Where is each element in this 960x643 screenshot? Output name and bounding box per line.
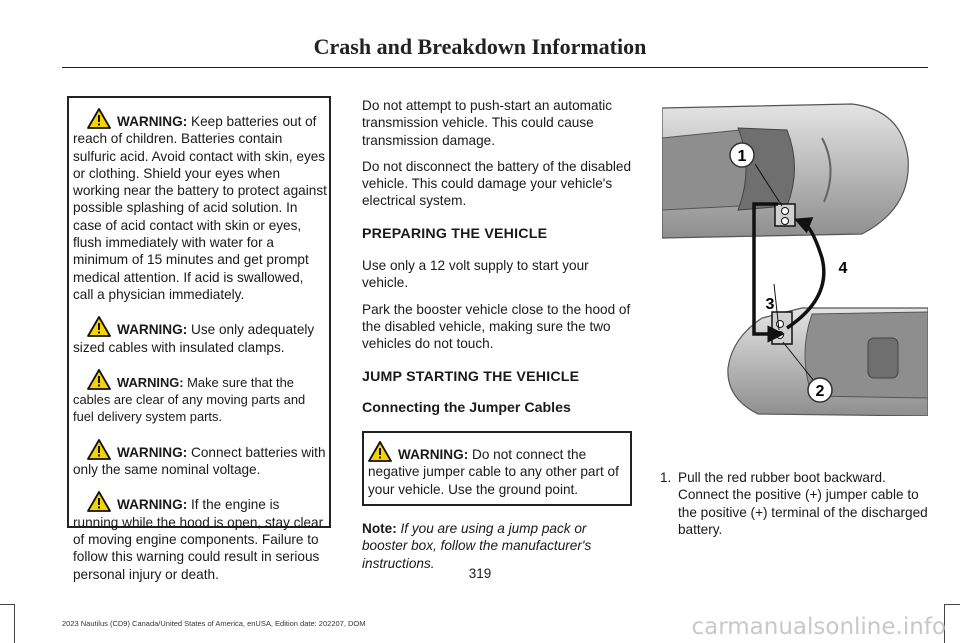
negative-cable bbox=[786, 217, 826, 330]
warning-text: Connect batteries with only the same nom… bbox=[73, 444, 326, 478]
warning-item: WARNING: Keep batteries out of reach of … bbox=[73, 108, 327, 303]
warning-label: WARNING: bbox=[117, 444, 188, 460]
warning-item: WARNING: Make sure that the cables are c… bbox=[73, 368, 327, 426]
warning-box: WARNING: Do not connect the negative jum… bbox=[362, 431, 632, 507]
svg-text:1: 1 bbox=[738, 148, 747, 165]
callout-2: 2 bbox=[807, 377, 833, 403]
warning-triangle-icon bbox=[87, 438, 111, 460]
warning-triangle-icon bbox=[87, 491, 111, 513]
warning-item: WARNING: Use only adequately sized cable… bbox=[73, 316, 327, 356]
page-title: Crash and Breakdown Information bbox=[313, 34, 647, 59]
note-text: If you are using a jump pack or booster … bbox=[362, 521, 592, 571]
warning-triangle-icon bbox=[87, 368, 111, 390]
paragraph: Use only a 12 volt supply to start your … bbox=[362, 258, 589, 291]
footer-text: 2023 Nautilus (CD9) Canada/United States… bbox=[62, 619, 366, 628]
section-heading: JUMP STARTING THE VEHICLE bbox=[362, 368, 580, 385]
callout-3: 3 bbox=[766, 296, 775, 313]
crop-mark bbox=[944, 604, 960, 605]
warning-item: WARNING: Connect batteries with only the… bbox=[73, 438, 327, 479]
warning-triangle-icon bbox=[87, 108, 111, 129]
positive-cable bbox=[752, 202, 785, 343]
warning-text: Do not connect the negative jumper cable… bbox=[368, 447, 619, 497]
page-number: 319 bbox=[468, 566, 492, 581]
section-heading: PREPARING THE VEHICLE bbox=[362, 225, 548, 242]
paragraph: Do not disconnect the battery of the dis… bbox=[362, 158, 632, 209]
subsection-heading: Connecting the Jumper Cables bbox=[362, 399, 571, 416]
warning-text: Keep batteries out of reach of children.… bbox=[73, 114, 327, 302]
warning-text: If the engine is running while the hood … bbox=[73, 497, 324, 582]
warning-item: WARNING: If the engine is running while … bbox=[73, 491, 327, 582]
warning-label: WARNING: bbox=[117, 114, 188, 129]
middle-column: Do not attempt to push-start an automati… bbox=[362, 97, 632, 581]
step-text: Pull the red rubber boot backward. Conne… bbox=[678, 470, 928, 537]
paragraph: Park the booster vehicle close to the ho… bbox=[362, 301, 631, 352]
step-number: 1. bbox=[660, 470, 672, 485]
warning-label: WARNING: bbox=[117, 497, 188, 513]
warning-triangle-icon bbox=[368, 441, 392, 463]
warning-triangle-icon bbox=[87, 316, 111, 338]
crop-mark bbox=[944, 604, 945, 643]
warning-text: Use only adequately sized cables with in… bbox=[73, 322, 315, 355]
warnings-box: WARNING: Keep batteries out of reach of … bbox=[67, 96, 331, 582]
svg-text:2: 2 bbox=[816, 383, 825, 400]
warning-label: WARNING: bbox=[117, 322, 188, 338]
warning-label: WARNING: bbox=[398, 447, 469, 463]
paragraph: Do not attempt to push-start an automati… bbox=[362, 98, 613, 148]
jump-start-diagram: 1 2 3 4 bbox=[662, 103, 928, 416]
step-item: 1. Pull the red rubber boot backward. Co… bbox=[660, 469, 930, 538]
note-label: Note: bbox=[362, 521, 397, 537]
step-list: 1. Pull the red rubber boot backward. Co… bbox=[660, 469, 930, 538]
crop-mark bbox=[0, 604, 14, 605]
booster-vehicle bbox=[662, 103, 909, 239]
warning-label: WARNING: bbox=[117, 374, 184, 390]
svg-text:4: 4 bbox=[839, 260, 848, 277]
header-divider bbox=[62, 67, 928, 68]
callout-1: 1 bbox=[729, 142, 755, 168]
svg-text:3: 3 bbox=[766, 296, 775, 313]
warning-text: Make sure that the cables are clear of a… bbox=[73, 374, 306, 425]
note: Note: If you are using a jump pack or bo… bbox=[362, 520, 632, 572]
watermark: carmanualsonline.info bbox=[691, 614, 946, 640]
callout-4: 4 bbox=[839, 260, 848, 277]
crop-mark bbox=[14, 604, 15, 643]
